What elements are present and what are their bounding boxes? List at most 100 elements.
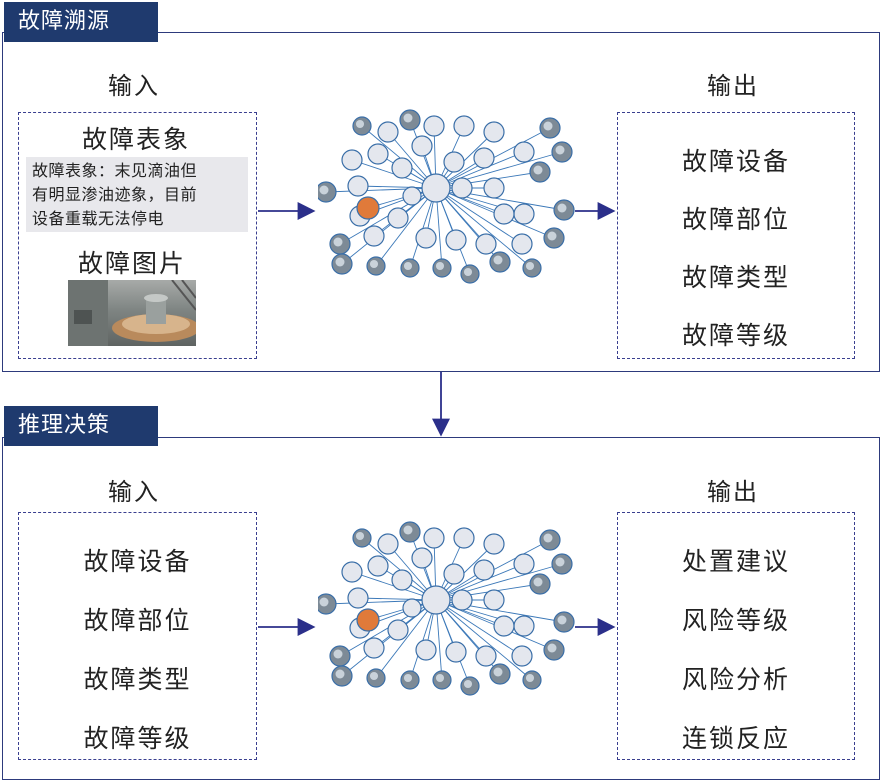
fault-photo [68,280,196,346]
graph-photo-detail [547,231,557,241]
fault-tracing-section [2,32,880,372]
image-title: 故障图片 [78,249,187,278]
graph-node [391,569,413,591]
graph-photo-detail [333,649,343,659]
graph-node [483,177,505,199]
graph-photo-detail [403,673,413,683]
graph-edge [435,187,523,245]
knowledge-graph [318,521,575,696]
graph-photo-detail [435,261,445,271]
section2-input-box [18,512,257,760]
graph-photo-detail [463,267,473,277]
graph-node [367,143,389,165]
graph-node [493,615,515,637]
graph-node [445,229,467,251]
graph-node [391,157,413,179]
section2-output-box [617,512,855,760]
graph-photo-detail [525,261,535,271]
graph-node [473,559,495,581]
section1-output-list: 故障设备 故障部位 故障类型 故障等级 [617,142,855,352]
graph-photo-detail [525,673,535,683]
graph-edge [361,125,437,189]
graph-node [483,589,505,611]
output-item: 故障设备 [681,147,790,176]
output-item: 风险分析 [681,665,790,694]
graph-photo-detail [533,165,543,175]
graph-node [473,147,495,169]
graph-photo-detail [555,557,565,567]
graph-node [443,563,465,585]
input-item: 故障类型 [83,665,192,694]
input-item: 故障等级 [83,724,192,753]
graph-node [493,203,515,225]
graph-photo-detail [403,113,413,123]
section2-input-label: 输入 [108,478,160,506]
graph-node [367,555,389,577]
graph-node [483,533,505,555]
graph-photo-detail [543,121,553,131]
graph-photo-detail [493,255,503,265]
graph-edge [435,599,523,657]
section1-input-label: 输入 [108,72,160,100]
graph-edge [435,563,525,601]
graph-node [341,561,363,583]
graph-node [451,177,473,199]
graph-node [402,598,422,618]
reasoning-decision-section [2,437,880,780]
graph-node [513,553,535,575]
graph-node [511,233,533,255]
graph-node [411,547,433,569]
graph-node [445,641,467,663]
graph-node [511,645,533,667]
graph-node [415,639,437,661]
section1-output-label: 输出 [707,72,759,100]
graph-photo-detail [493,667,503,677]
symptom-title: 故障表象 [82,125,191,154]
graph-photo-detail [319,597,329,607]
symptom-text: 故障表象：末见滴油但 有明显渗油迹象，目前 设备重载无法停电 [26,157,248,232]
graph-node [421,585,451,615]
graph-node [387,619,409,641]
graph-edge [435,187,533,269]
graph-node [377,121,399,143]
output-item: 故障部位 [681,205,790,234]
graph-node [363,225,385,247]
graph-photo-detail [335,669,345,679]
graph-node [347,175,369,197]
graph-node [402,186,422,206]
graph-node [347,587,369,609]
output-item: 故障等级 [681,321,790,350]
symptom-line: 有明显渗油迹象，目前 [32,185,198,204]
graph-photo-detail [547,643,557,653]
graph-photo-detail [403,525,413,535]
graph-edge [435,599,533,681]
graph-node [377,533,399,555]
graph-edge [435,151,525,189]
graph-node [411,135,433,157]
graph-node [453,115,475,137]
symptom-line: 故障表象：末见滴油但 [32,161,198,180]
section2-input-list: 故障设备 故障部位 故障类型 故障等级 [18,542,257,755]
output-item: 风险等级 [681,606,790,635]
graph-photo-detail [555,145,565,155]
graph-node [475,233,497,255]
output-item: 连锁反应 [681,724,790,753]
output-item: 处置建议 [681,547,790,576]
input-item: 故障设备 [83,547,192,576]
graph-node-highlight [356,608,380,632]
graph-edge [361,537,437,601]
input-item: 故障部位 [83,606,192,635]
graph-photo-detail [557,615,567,625]
graph-edge [375,187,437,267]
graph-node [475,645,497,667]
graph-photo-detail [543,533,553,543]
symptom-line: 设备重载无法停电 [32,209,165,228]
graph-node [423,527,445,549]
section1-input-box [18,112,257,359]
graph-node [483,121,505,143]
section1-output-box [617,112,855,359]
graph-node [423,115,445,137]
graph-photo-detail [435,673,445,683]
graph-node [453,527,475,549]
